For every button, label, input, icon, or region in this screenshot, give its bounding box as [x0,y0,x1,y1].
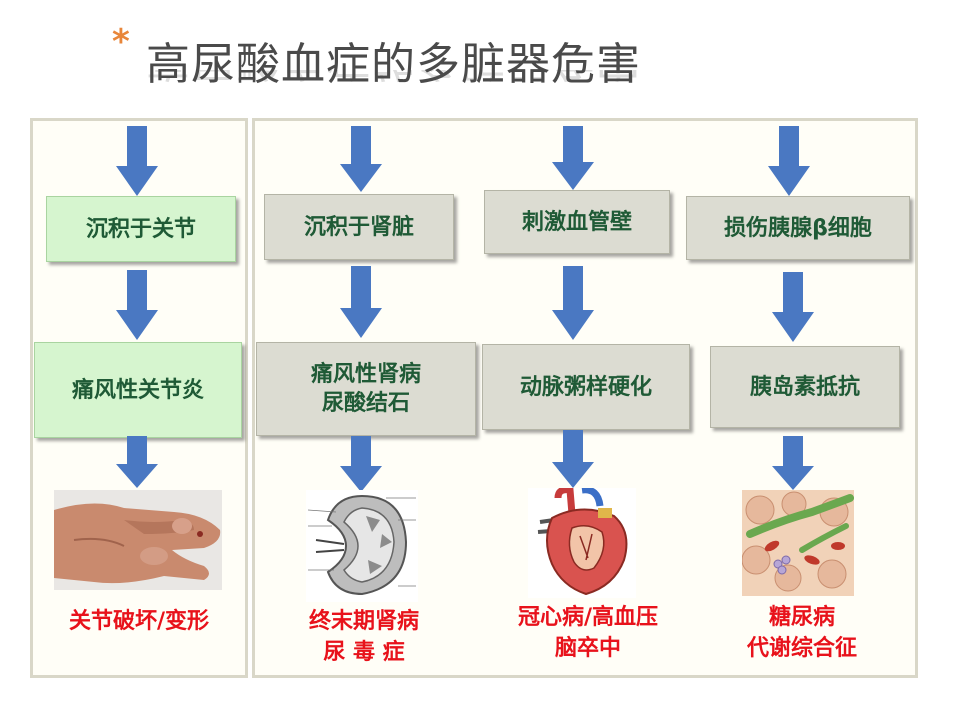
arrow-down-icon [116,436,158,488]
title-reflection: 高尿酸血症的多脏器危害 [146,70,641,96]
disease-label-kidney-line1: 痛风性肾病 [310,362,421,387]
result-label-pancreas-line2: 代谢综合征 [746,636,857,661]
kidney-cross-section-illustration [306,490,418,602]
arrow-down-icon [340,436,382,492]
arrow-down-icon [116,126,158,196]
result-joint: 关节破坏/变形 [36,606,242,637]
result-label-vessel-line2: 脑卒中 [554,636,621,661]
arrow-down-icon [552,266,594,340]
disease-label-kidney-line2: 尿酸结石 [321,391,410,416]
result-kidney: 终末期肾病 尿 毒 症 [260,606,468,668]
cause-box-pancreas: 损伤胰腺β细胞 [686,196,910,260]
pancreas-tissue-illustration [742,490,854,596]
disease-label-vessel: 动脉粥样硬化 [519,374,652,400]
result-label-kidney-line2: 尿 毒 症 [323,640,405,665]
cause-label-vessel: 刺激血管壁 [521,209,632,235]
result-label-kidney-line1: 终末期肾病 [308,609,419,634]
disease-label-joint: 痛风性关节炎 [71,377,204,403]
cause-label-joint: 沉积于关节 [85,216,196,242]
arrow-down-icon [340,266,382,338]
disease-label-pancreas: 胰岛素抵抗 [749,374,860,400]
result-label-pancreas-line1: 糖尿病 [768,605,835,630]
arrow-down-icon [768,126,810,196]
asterisk-bullet-icon: * [112,22,130,62]
cause-box-joint: 沉积于关节 [46,196,236,262]
page-title: 高尿酸血症的多脏器危害 [146,39,641,90]
arrow-down-icon [552,430,594,488]
arrow-down-icon [340,126,382,192]
result-label-vessel-line1: 冠心病/高血压 [517,605,659,630]
arrow-down-icon [552,126,594,190]
disease-box-joint: 痛风性关节炎 [34,342,242,438]
cause-label-pancreas: 损伤胰腺β细胞 [724,215,872,241]
result-pancreas: 糖尿病 代谢综合征 [700,602,904,664]
arrow-down-icon [772,272,814,342]
cause-label-kidney: 沉积于肾脏 [303,214,414,240]
arrow-down-icon [116,270,158,340]
cause-box-kidney: 沉积于肾脏 [264,194,454,260]
disease-box-vessel: 动脉粥样硬化 [482,344,690,430]
result-label-joint: 关节破坏/变形 [68,609,210,634]
result-vessel: 冠心病/高血压 脑卒中 [486,602,690,664]
disease-box-pancreas: 胰岛素抵抗 [710,346,900,428]
arrow-down-icon [772,436,814,490]
deformed-hand-photo [54,490,222,590]
heart-anatomy-illustration [528,488,636,598]
disease-box-kidney: 痛风性肾病 尿酸结石 [256,342,476,436]
cause-box-vessel: 刺激血管壁 [484,190,670,254]
